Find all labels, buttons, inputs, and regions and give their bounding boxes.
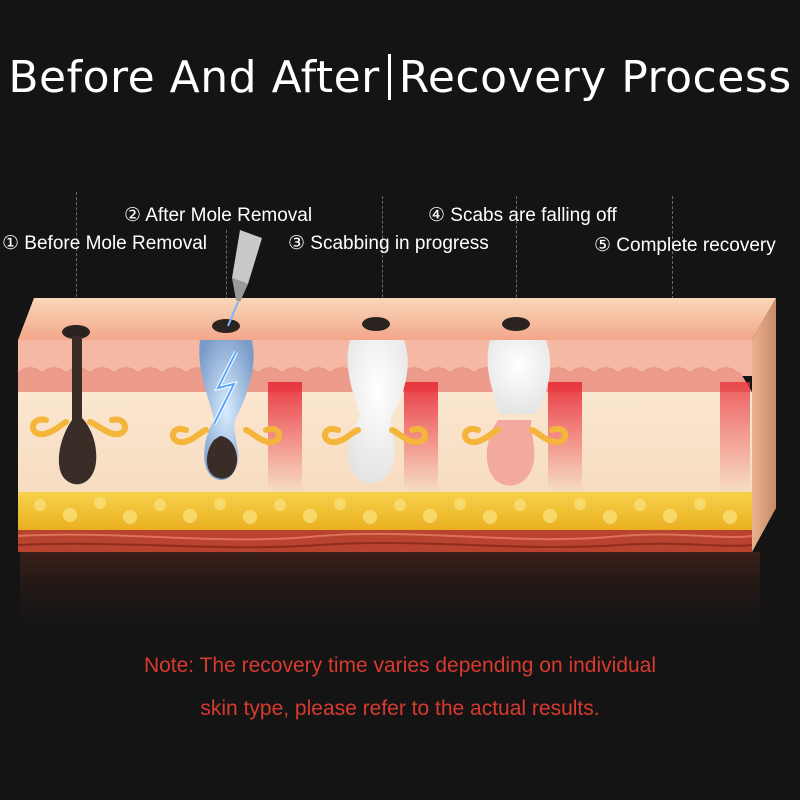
guide-line-4 [516, 196, 517, 312]
step-label-2: ② After Mole Removal [124, 205, 313, 226]
guide-line-3 [382, 196, 383, 312]
note-line-2: skin type, please refer to the actual re… [200, 697, 600, 720]
title-divider [387, 54, 391, 100]
step-label-4: ④ Scabs are falling off [428, 205, 617, 226]
guide-line-2 [226, 230, 227, 310]
fat-cells [34, 497, 737, 524]
laser-pen-icon [227, 230, 262, 327]
redness-streak-3 [404, 382, 438, 492]
step-label-5: ⑤ Complete recovery [594, 235, 776, 256]
redness-streak-5 [720, 382, 750, 492]
page-title: Before And After Recovery Process [0, 52, 800, 103]
fat-layer [18, 492, 752, 532]
redness-streak-2 [268, 382, 302, 492]
skin-surface-top [18, 298, 776, 340]
title-recovery-process: Recovery Process [398, 52, 792, 103]
note-line-1: Note: The recovery time varies depending… [143, 654, 657, 677]
guide-line-1 [76, 192, 77, 312]
mole-stage-4 [462, 317, 568, 486]
step-label-3: ③ Scabbing in progress [288, 233, 489, 254]
floor-reflection [20, 552, 760, 642]
mole-stage-2 [170, 230, 282, 481]
mole-stage-1 [30, 325, 128, 485]
skin-side-face [752, 298, 776, 552]
step-label-1: ① Before Mole Removal [2, 233, 208, 254]
title-before-after: Before And After [8, 52, 380, 103]
guide-line-5 [672, 196, 673, 314]
mole-stage-3 [322, 317, 428, 483]
